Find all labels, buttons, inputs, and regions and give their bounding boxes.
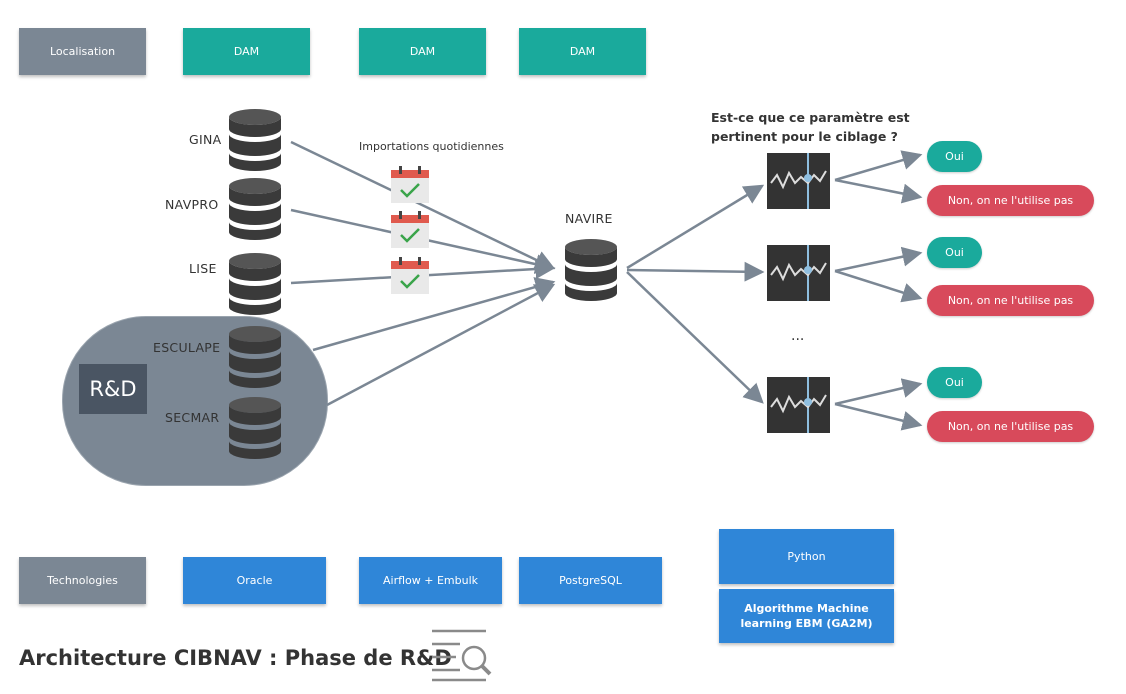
technologies-label: Technologies xyxy=(47,574,118,587)
arrow-secmar xyxy=(326,283,556,407)
database-icon xyxy=(229,397,281,459)
ml-label: Algorithme Machine learning EBM (GA2M) xyxy=(740,602,873,630)
calendar-check-icon xyxy=(391,166,429,203)
arrow-navire-m1 xyxy=(626,184,765,270)
python-label: Python xyxy=(787,550,826,563)
model-graph-icon xyxy=(767,153,830,209)
arrow-esculape xyxy=(312,277,556,352)
arrow-m3-non xyxy=(834,402,923,431)
answer-non-2: Non, on ne l'utilise pas xyxy=(927,285,1094,316)
dam-label-1: DAM xyxy=(233,45,260,58)
localisation-box: Localisation xyxy=(19,28,146,75)
arrow-m2-oui xyxy=(834,246,923,273)
arrow-m3-oui xyxy=(834,378,923,406)
arrow-navire-m3 xyxy=(626,271,764,404)
page-title: Architecture CIBNAV : Phase de R&D xyxy=(19,646,452,670)
dam-label-3: DAM xyxy=(569,45,596,58)
imports-label: Importations quotidiennes xyxy=(359,140,504,153)
database-icon xyxy=(229,326,281,388)
answer-non-3: Non, on ne l'utilise pas xyxy=(927,411,1094,442)
dam-box-3: DAM xyxy=(519,28,646,75)
answer-oui-1: Oui xyxy=(927,141,982,172)
oracle-label: Oracle xyxy=(236,574,273,587)
answer-non-1: Non, on ne l'utilise pas xyxy=(927,185,1094,216)
navire-label: NAVIRE xyxy=(565,211,613,226)
dam-box-2: DAM xyxy=(359,28,486,75)
database-icon xyxy=(565,239,617,301)
database-icon xyxy=(229,178,281,240)
esculape-label: ESCULAPE xyxy=(153,340,221,355)
question-text: Est-ce que ce paramètre est pertinent po… xyxy=(711,110,910,144)
database-icon xyxy=(229,109,281,171)
gina-label: GINA xyxy=(189,132,222,147)
localisation-label: Localisation xyxy=(49,45,116,58)
arrow-m1-oui xyxy=(834,150,923,182)
dam-box-1: DAM xyxy=(183,28,310,75)
calendar-check-icon xyxy=(391,211,429,248)
calendar-check-icon xyxy=(391,257,429,294)
postgres-box: PostgreSQL xyxy=(519,557,662,604)
dam-label-2: DAM xyxy=(409,45,436,58)
lise-label: LISE xyxy=(189,261,217,276)
search-document-icon xyxy=(432,629,492,682)
navpro-label: NAVPRO xyxy=(165,197,219,212)
arrow-m1-non xyxy=(834,178,923,204)
database-icon xyxy=(229,253,281,315)
rd-label: R&D xyxy=(79,364,147,414)
answer-oui-2: Oui xyxy=(927,237,982,268)
secmar-label: SECMAR xyxy=(165,410,220,425)
ellipsis: ... xyxy=(791,328,805,344)
arrow-gina xyxy=(290,140,556,270)
arrow-navire-m2 xyxy=(626,261,765,282)
oracle-box: Oracle xyxy=(183,557,326,604)
ml-box: Algorithme Machine learning EBM (GA2M) xyxy=(719,589,894,643)
airflow-label: Airflow + Embulk xyxy=(382,574,478,587)
arrow-m2-non xyxy=(834,269,923,303)
answer-oui-3: Oui xyxy=(927,367,982,398)
technologies-box: Technologies xyxy=(19,557,146,604)
model-graph-icon xyxy=(767,377,830,433)
airflow-box: Airflow + Embulk xyxy=(359,557,502,604)
postgres-label: PostgreSQL xyxy=(559,574,622,587)
python-box: Python xyxy=(719,529,894,584)
rd-group xyxy=(62,316,328,486)
model-graph-icon xyxy=(767,245,830,301)
